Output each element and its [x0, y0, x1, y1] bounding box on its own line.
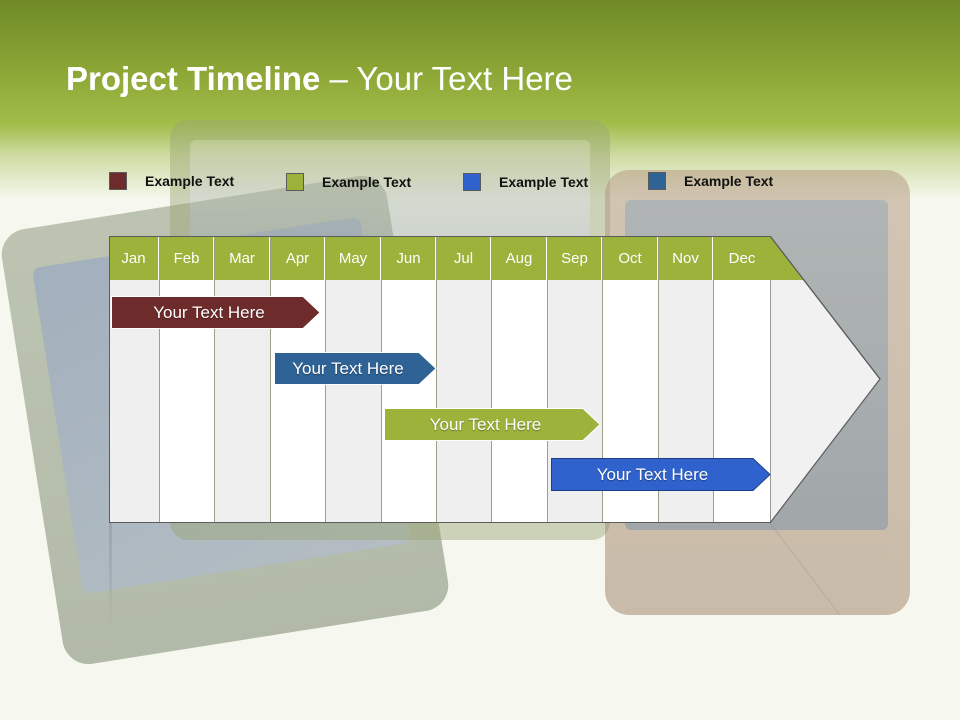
legend-item: Example Text [109, 171, 234, 191]
month-header: Jul [437, 236, 491, 280]
month-header: Jun [382, 236, 436, 280]
grid-reflection [109, 523, 112, 633]
task-bar-shape [384, 408, 601, 441]
legend-swatch [109, 172, 127, 190]
header-band [0, 0, 960, 200]
month-cell [492, 280, 547, 523]
month-cell [382, 280, 436, 523]
task-label: Your Text Here [429, 414, 542, 434]
task-bar[interactable]: Your Text Here [111, 296, 321, 329]
month-header: Oct [603, 236, 658, 280]
legend-label: Example Text [322, 174, 412, 190]
month-column-jul: Jul [437, 236, 492, 523]
month-header: Jan [109, 236, 159, 280]
legend-item: Example Text [648, 171, 773, 191]
month-header: May [326, 236, 381, 280]
arrowhead-reflection [770, 523, 841, 616]
task-bar-shape [274, 352, 437, 385]
task-bar-shape [111, 296, 321, 329]
month-header: Aug [492, 236, 547, 280]
month-column-jun: Jun [382, 236, 437, 523]
month-column-jan: Jan [109, 236, 160, 523]
legend-swatch [463, 173, 481, 191]
month-column-feb: Feb [160, 236, 215, 523]
legend-swatch [286, 173, 304, 191]
month-header: Feb [160, 236, 214, 280]
month-cell [437, 280, 491, 523]
legend-item: Example Text [286, 172, 411, 192]
month-column-may: May [326, 236, 382, 523]
task-label: Your Text Here [292, 358, 404, 378]
legend-label: Example Text [145, 173, 235, 189]
timeline-arrowhead [770, 236, 881, 524]
legend-item: Example Text [463, 172, 588, 192]
task-bar[interactable]: Your Text Here [384, 408, 601, 441]
month-header: Sep [548, 236, 602, 280]
slide-title: Project Timeline – Your Text Here [66, 60, 573, 98]
month-cell [326, 280, 381, 523]
task-label: Your Text Here [153, 302, 265, 322]
slide-title-rest: – Your Text Here [320, 60, 573, 97]
legend-label: Example Text [684, 173, 774, 189]
legend-swatch [648, 172, 666, 190]
task-bar-shape [551, 458, 771, 491]
legend-label: Example Text [499, 174, 589, 190]
month-header: Nov [659, 236, 713, 280]
slide-title-bold: Project Timeline [66, 60, 321, 97]
task-bar[interactable]: Your Text Here [551, 458, 771, 491]
task-label: Your Text Here [596, 464, 709, 484]
month-header: Apr [271, 236, 325, 280]
month-header: Dec [714, 236, 770, 280]
month-header: Mar [215, 236, 270, 280]
task-bar[interactable]: Your Text Here [274, 352, 437, 385]
month-column-mar: Mar [215, 236, 271, 523]
month-column-aug: Aug [492, 236, 548, 523]
